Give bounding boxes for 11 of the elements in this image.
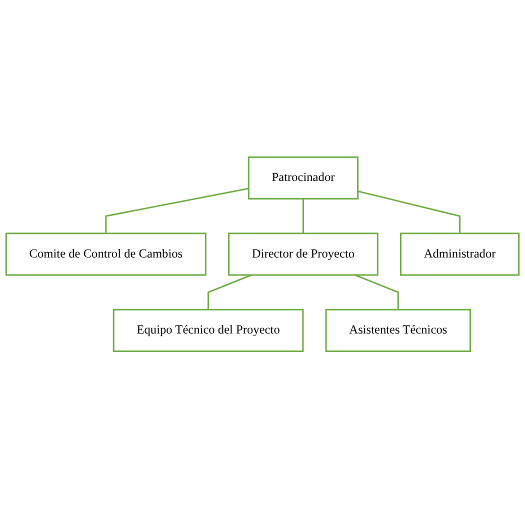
connector xyxy=(105,188,249,234)
connector xyxy=(208,274,252,310)
node-box: Director de Proyecto xyxy=(228,232,378,276)
node-box: Asistentes Técnicos xyxy=(325,309,472,352)
node-box: Comite de Control de Cambios xyxy=(5,232,206,276)
connector xyxy=(302,199,304,234)
connector xyxy=(358,190,461,234)
node-box: Equipo Técnico del Proyecto xyxy=(112,309,304,352)
connector xyxy=(354,274,399,310)
node-box: Patrocinador xyxy=(248,156,359,200)
node-box: Administrador xyxy=(400,232,520,276)
